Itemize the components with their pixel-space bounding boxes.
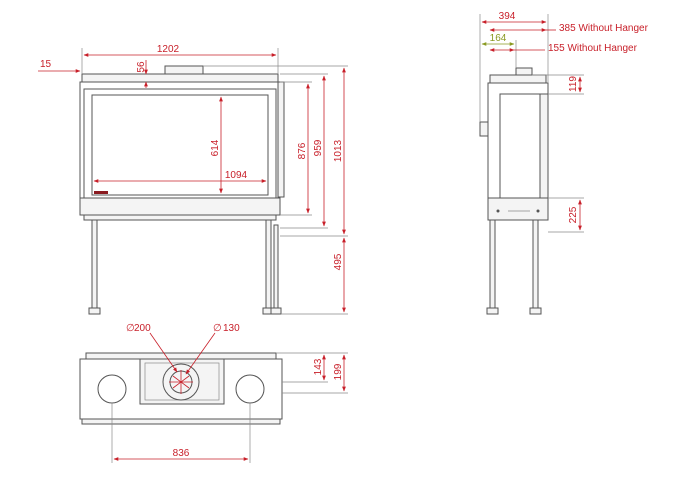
dim-label-495: 495 [333, 253, 344, 270]
brand-logo [94, 191, 108, 194]
top-front-rail [81, 418, 281, 425]
dim-label-dia-200: 200 [134, 323, 151, 334]
dim-label-15: 15 [40, 59, 52, 70]
front-base-strip [83, 214, 277, 221]
leg-foot [88, 307, 101, 315]
leg [265, 219, 272, 309]
leg [91, 219, 98, 309]
dim-label-dia-130: 130 [223, 323, 240, 334]
dim-label-1094: 1094 [225, 170, 248, 181]
side-front-frame [539, 93, 549, 199]
side-flue-collar [515, 67, 533, 76]
dim-label-959: 959 [313, 139, 324, 156]
dim-label-1013: 1013 [333, 139, 344, 162]
dim-label-164: 164 [490, 33, 507, 44]
dim-label-143: 143 [313, 358, 324, 375]
flue-collar [164, 65, 204, 75]
front-legs [88, 219, 282, 315]
side-leg [489, 219, 496, 309]
leg [273, 224, 279, 309]
front-top-hood [81, 73, 279, 83]
leg-foot [270, 307, 282, 315]
top-back-rail [85, 352, 277, 360]
dim-label-56: 56 [136, 61, 147, 73]
front-base-panel [79, 197, 281, 216]
flue-outer-circle [162, 363, 200, 401]
front-glass [91, 94, 269, 196]
front-side-return [277, 81, 285, 198]
side-view: 394 385 Without Hanger 164 155 Without H… [479, 11, 649, 315]
dim-leader-dia-200 [149, 332, 178, 373]
dim-label-1202: 1202 [157, 44, 180, 55]
top-view: ∅ 200 ∅ 130 143 199 836 [79, 323, 348, 463]
side-top-hood [489, 74, 547, 84]
side-leg-foot [486, 307, 499, 315]
spigot-right [235, 374, 265, 404]
dim-label-225: 225 [568, 206, 579, 223]
dim-label-614: 614 [210, 139, 221, 156]
dim-label-199: 199 [333, 363, 344, 380]
side-leg-foot [529, 307, 542, 315]
spigot-left [97, 374, 127, 404]
dim-label-876: 876 [297, 142, 308, 159]
side-inner [499, 93, 541, 199]
dim-symbol-dia-130: ∅ [213, 323, 222, 334]
side-hanger [479, 121, 489, 137]
front-view: 1202 15 56 614 1094 876 959 1013 495 [38, 44, 348, 315]
side-base-panel [487, 197, 549, 221]
dim-leader-dia-130 [185, 332, 216, 375]
flue-outlet [162, 363, 200, 401]
dim-label-385: 385 Without Hanger [559, 23, 649, 34]
dim-label-155: 155 Without Hanger [548, 43, 638, 54]
dim-label-394: 394 [499, 11, 516, 22]
dim-symbol-dia-200: ∅ [126, 323, 135, 334]
dim-label-119: 119 [568, 76, 579, 92]
dim-label-836: 836 [173, 448, 190, 459]
side-leg [532, 219, 539, 309]
